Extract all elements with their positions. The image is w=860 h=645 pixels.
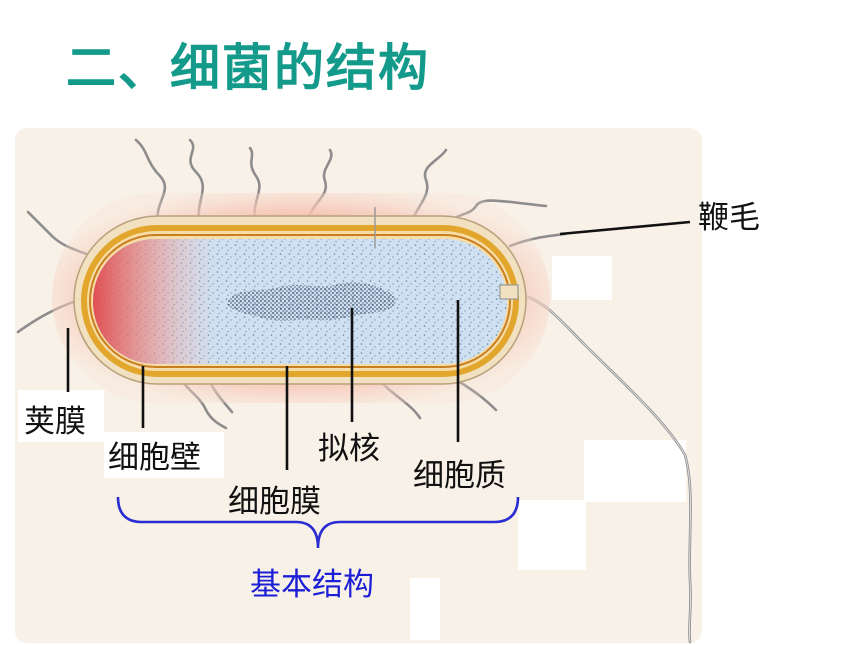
panel-blank-patch bbox=[518, 500, 586, 570]
cytoplasm-label: 细胞质 bbox=[413, 458, 506, 494]
panel-blank-patch bbox=[18, 390, 104, 442]
flagellum-leader bbox=[559, 220, 691, 236]
capsule-label: 荚膜 bbox=[24, 404, 86, 440]
slide-title: 二、细菌的结构 bbox=[66, 39, 430, 97]
cell-membrane-layer bbox=[89, 234, 511, 368]
panel-blank-patch bbox=[410, 578, 440, 640]
basic-structure-brace bbox=[116, 496, 520, 549]
nucleoid-label: 拟核 bbox=[318, 431, 380, 467]
basic-structure-label: 基本结构 bbox=[250, 567, 374, 603]
flagellum-attachment bbox=[499, 284, 519, 300]
nucleoid-region bbox=[227, 282, 396, 321]
panel-blank-patch bbox=[104, 432, 224, 478]
flagellum-label: 鞭毛 bbox=[698, 200, 760, 236]
cell-membrane-label: 细胞膜 bbox=[228, 484, 321, 520]
cell-wall-label: 细胞壁 bbox=[108, 440, 201, 476]
panel-blank-patch bbox=[552, 256, 612, 300]
long-flagellum-highlight bbox=[517, 293, 692, 643]
panel-blank-patch bbox=[584, 440, 686, 502]
